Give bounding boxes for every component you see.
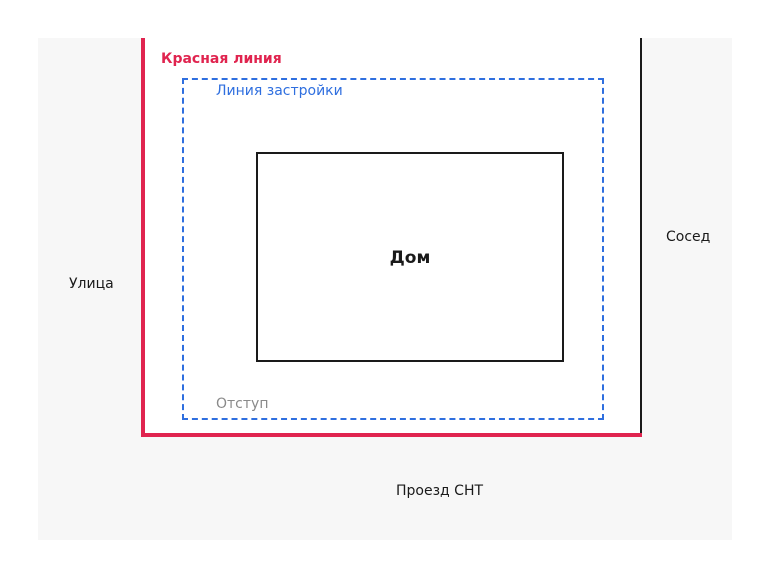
building-line-boundary <box>182 78 604 420</box>
red-line-street-side <box>141 38 145 437</box>
driveway-label: Проезд СНТ <box>396 483 484 499</box>
house-label: Дом <box>389 248 431 268</box>
neighbor-label: Сосед <box>666 229 711 245</box>
building-line-label: Линия застройки <box>216 83 343 99</box>
offset-label: Отступ <box>216 396 269 412</box>
red-line-label: Красная линия <box>161 51 282 67</box>
street-label: Улица <box>69 276 114 292</box>
plot-boundary-neighbor <box>640 38 642 435</box>
red-line-driveway-side <box>141 433 642 437</box>
house-footprint <box>256 152 564 362</box>
